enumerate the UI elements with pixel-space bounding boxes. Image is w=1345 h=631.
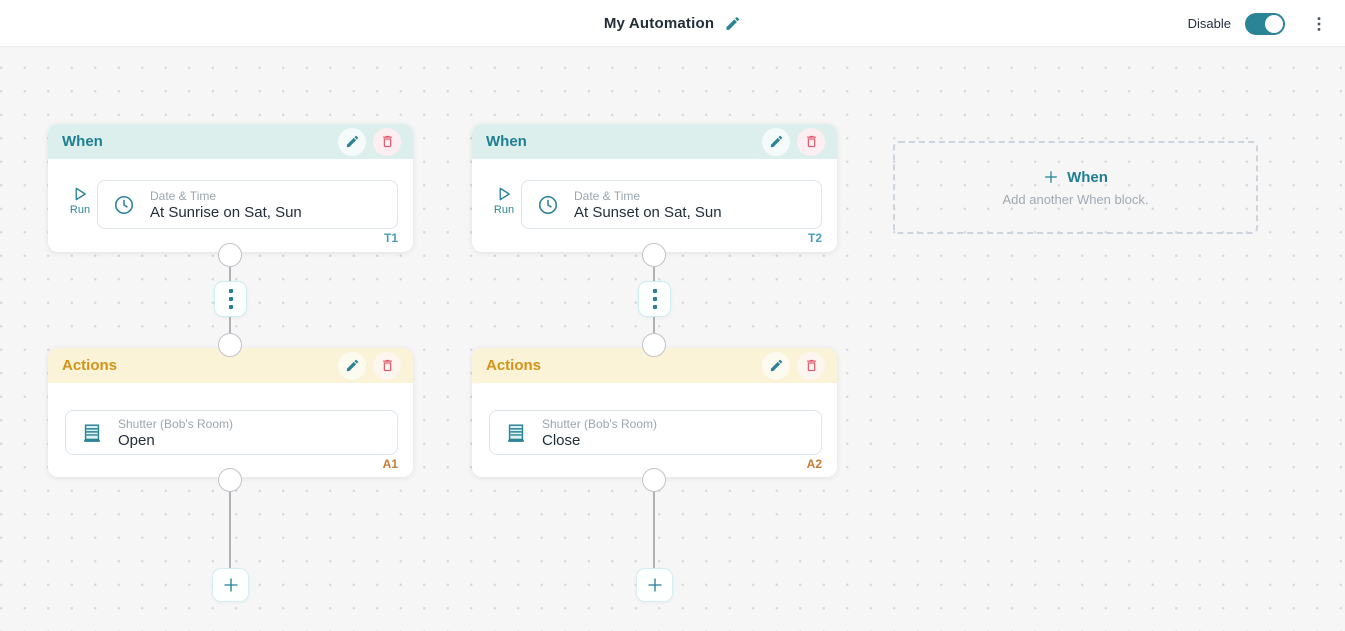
action-tag: A2 — [807, 457, 822, 471]
trash-icon — [380, 134, 395, 149]
actions-output-port — [642, 468, 666, 492]
page-title: My Automation — [604, 15, 714, 32]
trigger-card[interactable]: Date & Time At Sunset on Sat, Sun — [521, 180, 822, 229]
run-label: Run — [70, 204, 90, 216]
add-when-title-row: When — [1043, 169, 1108, 186]
play-icon — [71, 185, 89, 203]
delete-when-button[interactable] — [797, 128, 825, 156]
trash-icon — [380, 358, 395, 373]
add-when-block[interactable]: When Add another When block. — [893, 141, 1258, 234]
connector-options-handle[interactable] — [214, 281, 247, 317]
trigger-card-text: Date & Time At Sunrise on Sat, Sun — [150, 189, 302, 221]
add-step-button[interactable] — [636, 568, 673, 602]
delete-actions-button[interactable] — [797, 352, 825, 380]
connector-wire — [653, 480, 655, 572]
edit-when-button[interactable] — [762, 128, 790, 156]
when-block-body: Run Date & Time At Sunset on Sat, Sun T2 — [472, 159, 837, 252]
action-command: Close — [542, 432, 657, 449]
actions-block-body: Shutter (Bob's Room) Open A1 — [48, 383, 413, 476]
trigger-card[interactable]: Date & Time At Sunrise on Sat, Sun — [97, 180, 398, 229]
trigger-tag: T1 — [384, 231, 398, 245]
edit-when-button[interactable] — [338, 128, 366, 156]
play-icon — [495, 185, 513, 203]
delete-when-button[interactable] — [373, 128, 401, 156]
actions-block-1: Actions Shutter (Bob's Room) Open — [48, 348, 413, 477]
trash-icon — [804, 358, 819, 373]
when-block-2-header: When — [472, 124, 837, 159]
connector-options-handle[interactable] — [638, 281, 671, 317]
pencil-icon — [345, 358, 360, 373]
plus-icon — [222, 576, 240, 594]
rename-pencil-icon[interactable] — [724, 15, 741, 32]
actions-block-title: Actions — [62, 357, 331, 374]
actions-block-2: Actions Shutter (Bob's Room) Close — [472, 348, 837, 477]
delete-actions-button[interactable] — [373, 352, 401, 380]
trigger-card-text: Date & Time At Sunset on Sat, Sun — [574, 189, 722, 221]
disable-label: Disable — [1188, 16, 1231, 31]
pencil-icon — [769, 358, 784, 373]
edit-actions-button[interactable] — [338, 352, 366, 380]
action-card[interactable]: Shutter (Bob's Room) Open — [65, 410, 398, 455]
connector-wire — [229, 480, 231, 572]
automation-title-group: My Automation — [604, 0, 741, 47]
when-output-port — [642, 243, 666, 267]
trigger-type-label: Date & Time — [574, 189, 722, 203]
actions-block-title: Actions — [486, 357, 755, 374]
action-card-text: Shutter (Bob's Room) Open — [118, 417, 233, 449]
add-when-label: When — [1067, 169, 1108, 186]
run-trigger-button[interactable]: Run — [486, 185, 522, 216]
pencil-icon — [345, 134, 360, 149]
actions-input-port — [642, 333, 666, 357]
actions-input-port — [218, 333, 242, 357]
when-block-body: Run Date & Time At Sunrise on Sat, Sun T… — [48, 159, 413, 252]
disable-toggle[interactable] — [1245, 13, 1285, 35]
topbar: My Automation Disable — [0, 0, 1345, 47]
when-block-2: When Run Date & Time — [472, 124, 837, 252]
kebab-menu-icon[interactable] — [1309, 12, 1329, 36]
when-block-title: When — [62, 133, 331, 150]
edit-actions-button[interactable] — [762, 352, 790, 380]
automation-canvas: When Run Date & Time — [0, 47, 1345, 631]
add-when-hint: Add another When block. — [1003, 192, 1149, 207]
actions-output-port — [218, 468, 242, 492]
trigger-type-label: Date & Time — [150, 189, 302, 203]
clock-icon — [113, 194, 135, 216]
when-block-1: When Run Date & Time — [48, 124, 413, 252]
trigger-summary: At Sunrise on Sat, Sun — [150, 204, 302, 221]
when-block-title: When — [486, 133, 755, 150]
trash-icon — [804, 134, 819, 149]
action-card-text: Shutter (Bob's Room) Close — [542, 417, 657, 449]
plus-icon — [1043, 169, 1059, 185]
run-label: Run — [494, 204, 514, 216]
pencil-icon — [769, 134, 784, 149]
actions-block-body: Shutter (Bob's Room) Close A2 — [472, 383, 837, 476]
when-output-port — [218, 243, 242, 267]
trigger-tag: T2 — [808, 231, 822, 245]
add-step-button[interactable] — [212, 568, 249, 602]
action-device-label: Shutter (Bob's Room) — [542, 417, 657, 431]
action-card[interactable]: Shutter (Bob's Room) Close — [489, 410, 822, 455]
toggle-knob — [1265, 15, 1283, 33]
action-command: Open — [118, 432, 233, 449]
run-trigger-button[interactable]: Run — [62, 185, 98, 216]
topbar-controls: Disable — [1188, 0, 1329, 47]
action-device-label: Shutter (Bob's Room) — [118, 417, 233, 431]
shutter-icon — [505, 422, 527, 444]
shutter-icon — [81, 422, 103, 444]
plus-icon — [646, 576, 664, 594]
when-block-1-header: When — [48, 124, 413, 159]
trigger-summary: At Sunset on Sat, Sun — [574, 204, 722, 221]
clock-icon — [537, 194, 559, 216]
action-tag: A1 — [383, 457, 398, 471]
